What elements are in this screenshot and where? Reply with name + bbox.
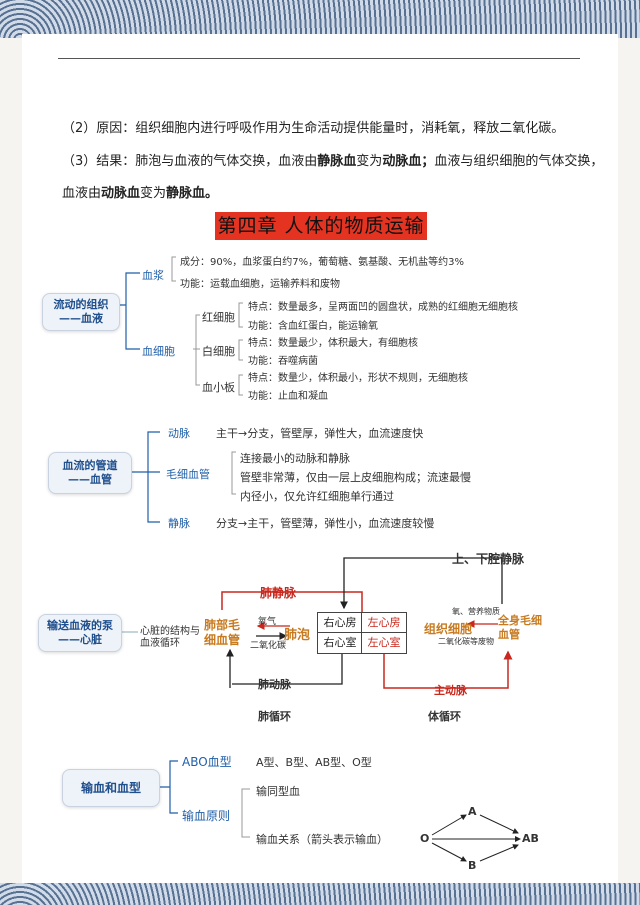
bottom-wave-border <box>0 883 640 905</box>
transfusion-connectors <box>158 760 521 862</box>
systemic-circulation-label: 体循环 <box>428 710 461 723</box>
platelet-feature: 特点：数量少，体积最小，形状不规则，无细胞核 <box>248 373 468 384</box>
blood-panel: 流动的组织——血液 血浆 成分：90%，血浆蛋白约7%，葡萄糖、氨基酸、无机盐等… <box>38 245 543 408</box>
paragraph-result-cont: 血液由动脉血变为静脉血。 <box>62 186 219 201</box>
blood-types-list: A型、B型、AB型、O型 <box>256 756 372 769</box>
pulmonary-vein-label: 肺静脉 <box>260 586 297 600</box>
tissue-cells-label: 组织细胞 <box>424 622 473 636</box>
vessels-panel: 血流的管道——血管 动脉 主干→分支，管壁厚，弹性大，血流速度快 毛细血管 连接… <box>38 414 483 536</box>
rbc-function: 功能：含血红蛋白，能运输氧 <box>248 321 378 332</box>
capillary-point-1: 连接最小的动脉和静脉 <box>240 452 350 465</box>
left-atrium: 左心房 <box>361 612 407 634</box>
abo-label: ABO血型 <box>182 755 232 769</box>
plasma-label: 血浆 <box>142 269 164 282</box>
right-ventricle: 右心室 <box>317 632 363 654</box>
rbc-feature: 特点：数量最多，呈两面凹的圆盘状，成熟的红细胞无细胞核 <box>248 302 518 313</box>
top-wave-border <box>0 0 640 38</box>
wbc-feature: 特点：数量最少，体积最大，有细胞核 <box>248 338 418 349</box>
chapter-title: 第四章 人体的物质运输 <box>215 212 427 240</box>
aorta-label: 主动脉 <box>434 684 467 697</box>
artery-description: 主干→分支，管壁厚，弹性大，血流速度快 <box>216 427 424 440</box>
oxygen-label: 氧气 <box>258 617 277 627</box>
wbc-label: 白细胞 <box>202 345 235 358</box>
vessels-root-box: 血流的管道——血管 <box>48 452 132 494</box>
transfusion-root-box: 输血和血型 <box>62 769 160 807</box>
transfusion-panel: 输血和血型 ABO血型 A型、B型、AB型、O型 输血原则 输同型血 输血关系（… <box>54 739 554 884</box>
vein-description: 分支→主干，管壁薄，弹性小，血流速度较慢 <box>216 517 435 530</box>
heart-root-box: 输送血液的泵——心脏 <box>38 614 122 652</box>
plasma-function: 功能：运载血细胞，运输养料和废物 <box>180 279 340 290</box>
circulation-arrows <box>120 557 513 689</box>
type-a-node: A <box>468 805 477 818</box>
platelet-label: 血小板 <box>202 381 235 394</box>
alveoli-label: 肺泡 <box>284 628 311 643</box>
header-rule <box>58 58 580 59</box>
plasma-composition: 成分：90%，血浆蛋白约7%，葡萄糖、氨基酸、无机盐等约3% <box>180 257 464 268</box>
right-atrium: 右心房 <box>317 612 363 634</box>
platelet-function: 功能：止血和凝血 <box>248 391 328 402</box>
vein-label: 静脉 <box>168 517 190 530</box>
paragraph-result: （3）结果：肺泡与血液的气体交换，血液由静脉血变为动脉血；血液与组织细胞的气体交… <box>62 154 604 169</box>
vena-cava-label: 上、下腔静脉 <box>452 552 525 566</box>
blood-connectors <box>120 256 243 396</box>
type-b-node: B <box>468 859 477 872</box>
heart-structure-label: 心脏的结构与血液循环 <box>140 626 200 649</box>
capillary-label: 毛细血管 <box>166 468 210 481</box>
nutrients-label: 氧、营养物质 <box>452 607 500 616</box>
principle-label: 输血原则 <box>182 809 231 823</box>
type-o-node: O <box>420 832 430 845</box>
same-type-rule: 输同型血 <box>256 785 300 798</box>
blood-cells-label: 血细胞 <box>142 345 175 358</box>
body-capillary-label: 全身毛细血管 <box>498 614 542 641</box>
wbc-function: 功能：吞噬病菌 <box>248 356 318 367</box>
paragraph-cause: （2）原因：组织细胞内进行呼吸作用为生命活动提供能量时，消耗氧，释放二氧化碳。 <box>62 121 565 136</box>
lung-capillary-label: 肺部毛细血管 <box>204 618 241 647</box>
transfusion-relation: 输血关系（箭头表示输血） <box>256 833 388 846</box>
co2-label: 二氧化碳 <box>250 641 287 651</box>
vessels-connectors <box>130 431 236 523</box>
artery-label: 动脉 <box>168 427 190 440</box>
pulmonary-circulation-label: 肺循环 <box>258 710 291 723</box>
co2-waste-label: 二氧化碳等废物 <box>438 637 494 646</box>
heart-panel: 输送血液的泵——心脏 心脏的结构与血液循环 肺静脉 肺部毛细血管 氧气 二氧化碳… <box>32 540 548 730</box>
type-ab-node: AB <box>522 832 539 845</box>
rbc-label: 红细胞 <box>202 311 235 324</box>
capillary-point-3: 内径小，仅允许红细胞单行通过 <box>240 490 394 503</box>
blood-root-box: 流动的组织——血液 <box>42 293 120 331</box>
pulmonary-artery-label: 肺动脉 <box>258 678 291 691</box>
capillary-point-2: 管壁非常薄，仅由一层上皮细胞构成；流速最慢 <box>240 471 471 484</box>
left-ventricle: 左心室 <box>361 632 407 654</box>
